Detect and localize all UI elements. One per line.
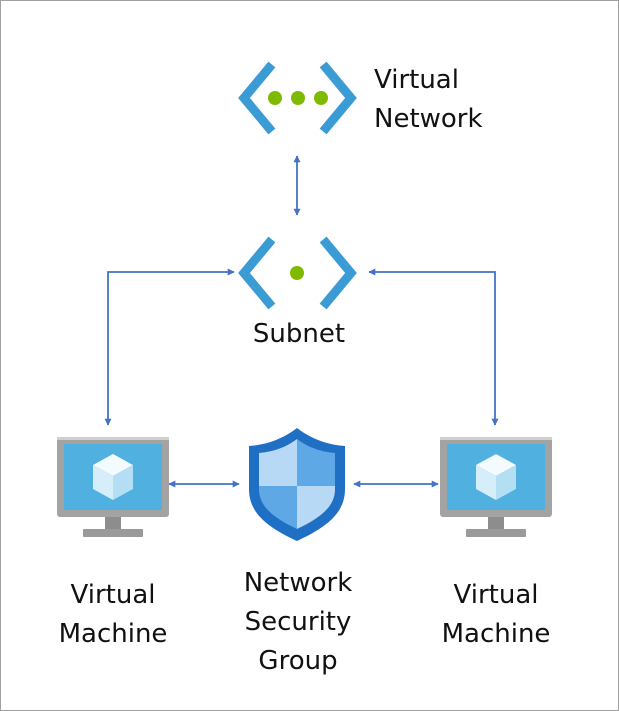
left-vm-label-line1: Virtual bbox=[70, 580, 156, 610]
shield-quadrant-top-left bbox=[259, 439, 297, 486]
left-bracket bbox=[238, 236, 276, 310]
nsg-label: Network Security Group bbox=[244, 564, 353, 681]
monitor-base bbox=[466, 529, 526, 537]
cube-icon bbox=[93, 454, 133, 500]
monitor-top-edge bbox=[57, 437, 169, 440]
shield-quadrant-bottom-right bbox=[297, 486, 335, 529]
virtual-network-label-line1: Virtual bbox=[374, 65, 459, 95]
left-vm-label: Virtual Machine bbox=[59, 576, 168, 654]
monitor-neck bbox=[488, 517, 504, 529]
nsg-label-line2: Security bbox=[244, 607, 352, 637]
virtual-machine-icon bbox=[57, 437, 169, 537]
virtual-network-icon bbox=[238, 61, 357, 135]
right-bracket bbox=[319, 236, 357, 310]
right-vm-label-line1: Virtual bbox=[453, 580, 539, 610]
subnet-right-vm-connector bbox=[368, 268, 499, 426]
monitor-base bbox=[83, 529, 143, 537]
left-bracket bbox=[238, 61, 276, 135]
dot bbox=[290, 266, 304, 280]
dot bbox=[291, 91, 305, 105]
dot bbox=[268, 91, 282, 105]
subnet-left-vm-connector bbox=[104, 268, 235, 426]
shield-icon bbox=[249, 428, 345, 541]
subnet-icon bbox=[238, 236, 357, 310]
right-vm-label: Virtual Machine bbox=[442, 576, 551, 654]
virtual-network-label-line2: Network bbox=[374, 104, 483, 134]
monitor-neck bbox=[105, 517, 121, 529]
dot bbox=[314, 91, 328, 105]
nsg-label-line3: Group bbox=[258, 646, 338, 676]
monitor-top-edge bbox=[440, 437, 552, 440]
right-bracket bbox=[319, 61, 357, 135]
shield-quadrant-top-right bbox=[297, 439, 335, 486]
virtual-network-label: Virtual Network bbox=[374, 61, 483, 139]
right-vm-label-line2: Machine bbox=[441, 619, 551, 649]
left-vm-label-line2: Machine bbox=[58, 619, 168, 649]
nsg-label-line1: Network bbox=[243, 568, 353, 598]
cube-icon bbox=[476, 454, 516, 500]
subnet-label: Subnet bbox=[252, 319, 346, 349]
shield-quadrant-bottom-left bbox=[259, 486, 297, 529]
virtual-machine-icon bbox=[440, 437, 552, 537]
